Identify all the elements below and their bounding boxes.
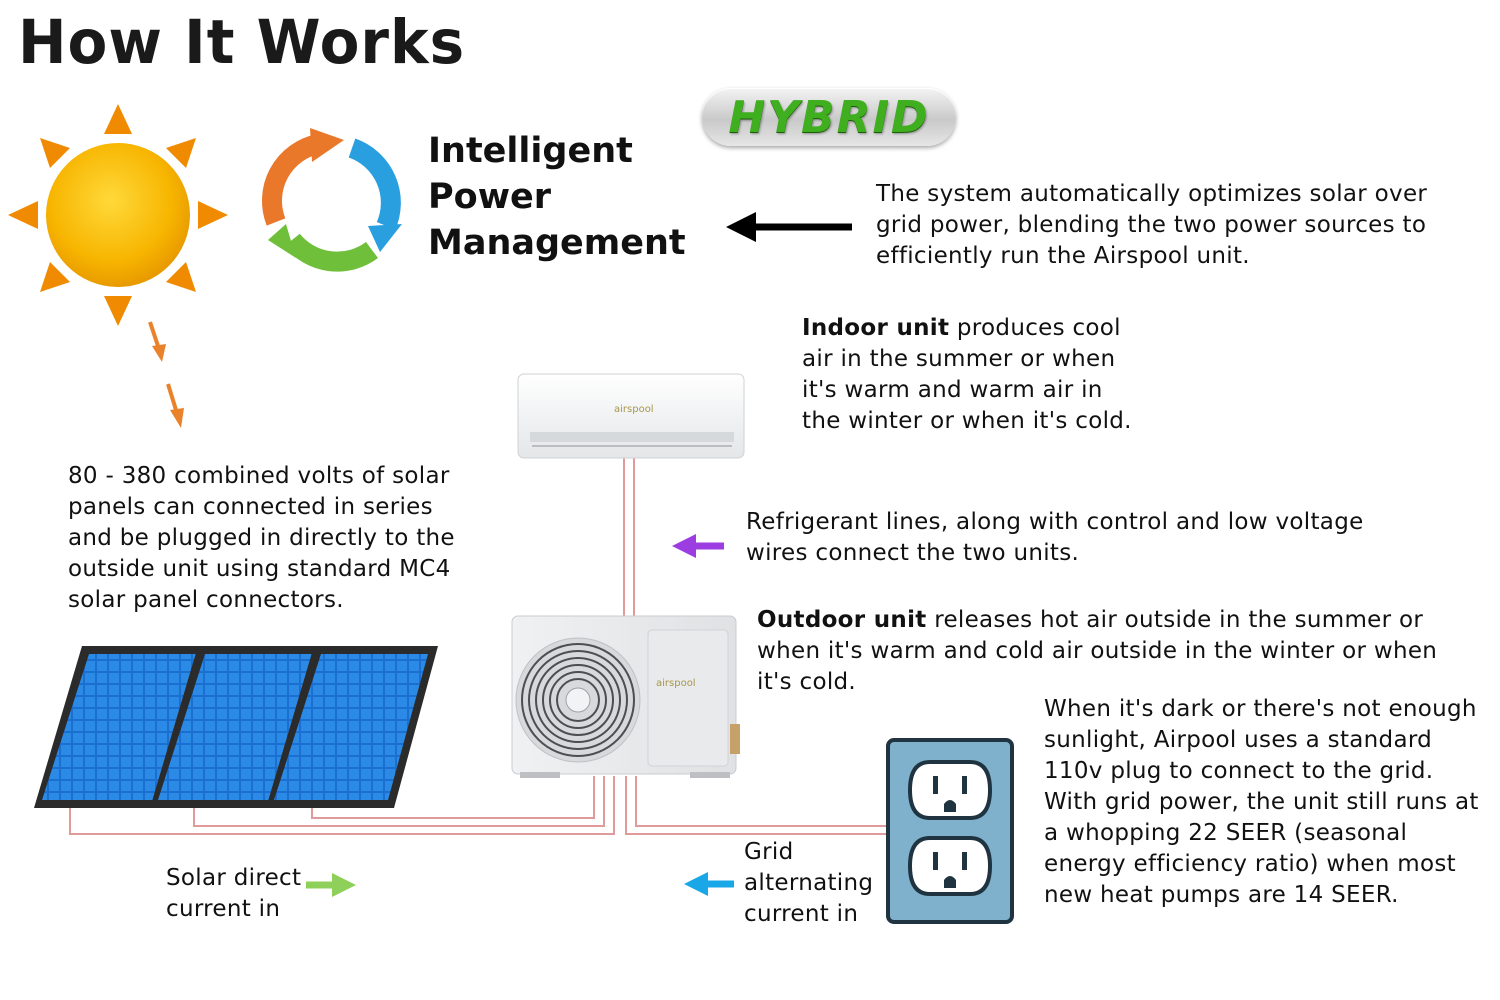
outdoor-unit-heading: Outdoor unit [757,607,927,633]
hybrid-badge-text: HYBRID [728,92,930,143]
solar-panels-image [34,646,438,808]
wall-outlet-icon [886,738,1014,924]
refrigerant-lines-description: Refrigerant lines, along with control an… [746,509,1364,566]
indoor-unit-body: produces cool air in the summer or when … [802,315,1132,434]
power-management-label: Intelligent Power Management [428,131,686,263]
refrigerant-lines [69,458,886,835]
sunlight-arrow-icon [148,321,184,428]
outdoor-unit-image: airspool [511,615,740,778]
sun-icon [8,104,228,326]
system-description: The system automatically optimizes solar… [876,181,1428,269]
page-title: How It Works [18,6,466,78]
purple-arrow-icon [672,534,724,558]
outdoor-unit-body: releases hot air outside in the summer o… [757,607,1438,695]
cycle-icon [262,128,402,272]
indoor-unit-heading: Indoor unit [802,315,950,341]
indoor-unit-description: Indoor unit produces cool air in the sum… [802,313,1132,437]
left-arrow-icon [726,212,852,242]
blue-arrow-icon [684,872,734,896]
indoor-unit-image: airspool [517,373,745,459]
outdoor-unit-description: Outdoor unit releases hot air outside in… [757,605,1477,698]
solar-current-label: Solar direct current in [166,865,302,922]
hybrid-badge: HYBRID [702,88,956,146]
solar-panels-description: 80 - 380 combined volts of solar panels … [68,463,455,613]
grid-current-label: Grid alternating current in [744,839,874,927]
outdoor-brand-label: airspool [656,678,696,689]
indoor-brand-label: airspool [614,404,654,415]
grid-power-description: When it's dark or there's not enough sun… [1044,696,1479,908]
green-arrow-icon [306,873,356,897]
